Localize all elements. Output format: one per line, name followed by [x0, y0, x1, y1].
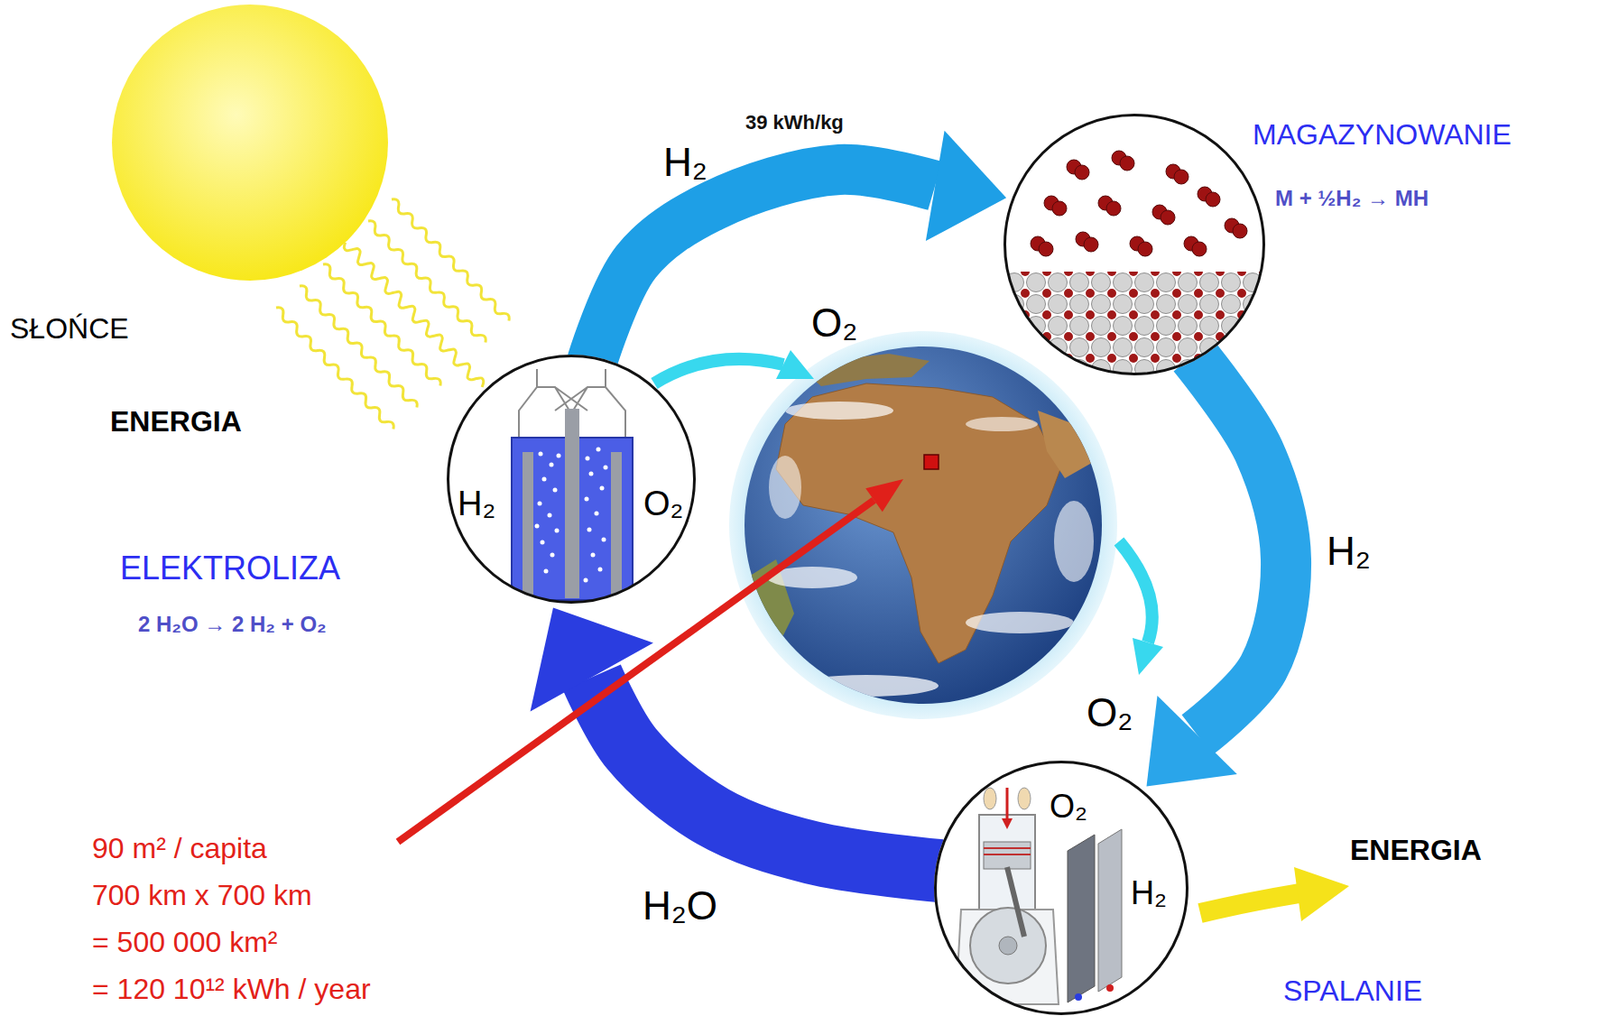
valve [983, 787, 997, 810]
cloud [785, 401, 894, 420]
arrowhead [925, 130, 1007, 241]
flow-label: H₂ [1326, 528, 1371, 575]
circle-ground [934, 760, 1189, 1016]
storage-circle: MAGAZYNOWANIEM + ½H₂ → MH [1003, 113, 1266, 376]
metal-lattice [1003, 271, 1266, 380]
flow-arrow-body [1193, 355, 1286, 736]
fuel-cell-plate [1098, 829, 1122, 992]
energy-arrow-body [1200, 893, 1300, 914]
oxygen-arrows [654, 350, 1164, 676]
hydrogen-molecules [1030, 150, 1248, 257]
energy-label: ENERGIA [1350, 833, 1482, 868]
gas-label: O₂ [1086, 690, 1133, 737]
gas-label: H₂ [1130, 874, 1167, 912]
sun-ray [388, 196, 512, 324]
gas-label: H₂ [457, 484, 496, 525]
gas-label: O₂ [811, 300, 858, 347]
metal-hydride [1003, 113, 1266, 380]
sun-label: SŁOŃCE [9, 312, 130, 346]
arrowhead [1001, 818, 1013, 830]
callout-arrow [397, 479, 904, 842]
terminal [1106, 984, 1114, 992]
area-note: = 500 000 km² [92, 925, 278, 960]
reaction-formula: M + ½H₂ → MH [1275, 185, 1429, 212]
engine-and-fuel-cell [934, 760, 1189, 1016]
circle-outline [446, 354, 696, 604]
circle-outline [1003, 113, 1266, 376]
energy-density-label: 39 kWh/kg [745, 110, 844, 134]
sun: SŁOŃCE [111, 4, 389, 281]
flow-label: H₂ [663, 139, 708, 186]
circle-ground [446, 354, 696, 604]
electrode [610, 452, 622, 597]
arabia [1037, 410, 1097, 479]
circle-outline [935, 762, 1188, 1015]
arrowhead [1132, 638, 1164, 676]
fuel-cell-plate [1067, 834, 1095, 1003]
flow-label: H₂O [642, 883, 718, 930]
sun-ray [273, 305, 397, 432]
cloud [965, 611, 1074, 634]
process-title: SPALANIE [1283, 974, 1423, 1009]
gas-label: O₂ [643, 484, 684, 525]
cloud [794, 675, 939, 697]
reaction-formula: 2 H₂O → 2 H₂ + O₂ [138, 611, 327, 638]
earth-globe [729, 331, 1118, 720]
electrode [522, 452, 534, 597]
process-title: ELEKTROLIZA [120, 549, 341, 587]
arrowhead [530, 608, 654, 713]
flow-arrow-body [591, 169, 935, 362]
arrowhead [865, 479, 904, 512]
circle-outline [1005, 115, 1265, 375]
sun-disc [111, 4, 389, 281]
crank-wheel [970, 907, 1046, 984]
connecting-rod [1007, 867, 1025, 937]
cylinder [979, 814, 1036, 910]
arrowhead [776, 350, 814, 380]
europe [807, 353, 930, 387]
gas-label: O₂ [1049, 787, 1088, 825]
bubbles [535, 447, 609, 583]
process-title: MAGAZYNOWANIE [1252, 118, 1512, 152]
hydrogen-flow-arrow [591, 130, 1007, 362]
terminal [1074, 993, 1083, 1001]
cloud [1054, 500, 1094, 583]
area-note: 700 km x 700 km [92, 878, 313, 913]
sun-disc [111, 4, 389, 281]
cloud [965, 416, 1038, 432]
energy-arrow [1200, 867, 1350, 922]
circle-outline [448, 356, 695, 603]
callout-line [397, 499, 875, 842]
piston [983, 841, 1031, 870]
area-note: = 120 10¹² kWh / year [92, 972, 371, 1007]
ocean [744, 346, 1102, 704]
membrane [564, 408, 580, 599]
atmosphere-halo [729, 331, 1118, 720]
crank-hub [998, 936, 1018, 955]
area-note: 90 m² / capita [92, 832, 268, 866]
piston-ring [983, 853, 1031, 856]
cloud [768, 455, 802, 519]
electrolysis-circle: H₂O₂ELEKTROLIZA2 H₂O → 2 H₂ + O₂ [446, 354, 696, 604]
energy-label: ENERGIA [110, 405, 242, 439]
oxygen-arrow [654, 359, 784, 384]
hydrogen-flow-arrow [1146, 355, 1286, 787]
arrowhead [1146, 695, 1237, 787]
electrolyzer [446, 354, 696, 604]
valve [1017, 787, 1031, 810]
site-marker [924, 454, 939, 470]
sun-ray [365, 218, 489, 345]
piston-ring [983, 847, 1031, 850]
spark-arrow [1006, 787, 1009, 821]
sun-ray [296, 283, 420, 410]
oxygen-arrow [1119, 541, 1153, 643]
combustion-circle: O₂H₂SPALANIE [934, 760, 1189, 1016]
arrowhead [1294, 867, 1350, 922]
